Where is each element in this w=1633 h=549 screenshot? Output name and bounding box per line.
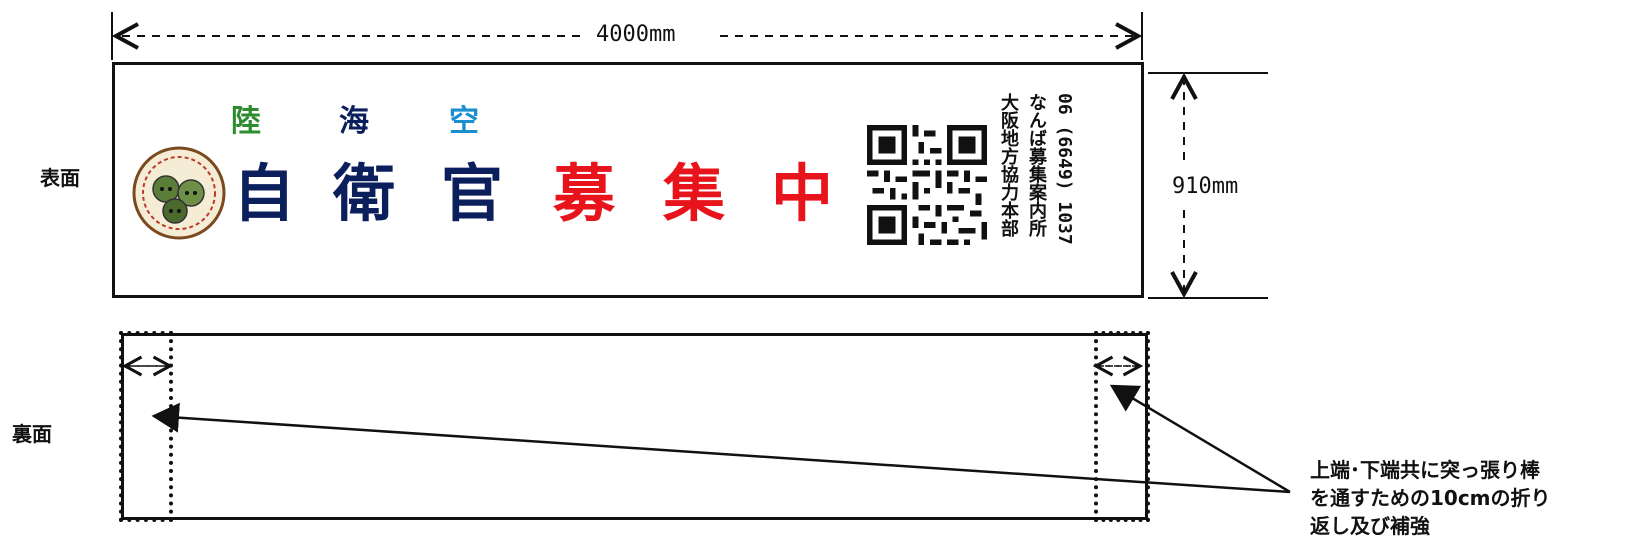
width-dimension-label: 4000mm	[592, 22, 680, 47]
fold-note-line-1: 上端･下端共に突っ張り棒	[1310, 458, 1540, 482]
contact-phone-line: 06 (6649) 1037	[1054, 93, 1075, 245]
banner-back-panel	[121, 333, 1148, 520]
height-dimension-label: 910mm	[1168, 174, 1243, 199]
contact-office-line: 大阪地方協力本部	[998, 93, 1019, 237]
qr-code-icon	[867, 125, 987, 245]
fold-reinforcement-right	[1094, 331, 1150, 522]
title-char-chu: 中	[771, 157, 834, 230]
branch-sea-label: 海	[339, 104, 369, 139]
title-char-ji: 自	[233, 157, 296, 230]
leader-arrow-right	[1109, 384, 1291, 494]
leader-arrow-left	[151, 402, 1291, 494]
fold-note: 上端･下端共に突っ張り棒 を通すための10cmの折り 返し及び補強	[1310, 456, 1551, 540]
fold-note-line-2: を通すための10cmの折り	[1310, 486, 1551, 510]
banner-front-panel: 陸 自 海 衛 空 官 募 集 中	[112, 62, 1144, 298]
branch-land-label: 陸	[231, 104, 261, 139]
fold-note-line-3: 返し及び補強	[1310, 514, 1430, 538]
title-char-ei: 衛	[333, 157, 396, 230]
fold-reinforcement-left	[119, 331, 173, 522]
title-char-kan: 官	[441, 157, 504, 230]
front-side-label: 表面	[40, 166, 80, 190]
contact-branch-line: なんば募集案内所	[1026, 93, 1047, 237]
title-char-bo: 募	[553, 157, 616, 230]
back-side-label: 裏面	[12, 422, 52, 446]
branch-air-label: 空	[449, 104, 479, 139]
mascot-emblem-icon	[131, 145, 227, 241]
title-char-shu: 集	[663, 157, 726, 230]
